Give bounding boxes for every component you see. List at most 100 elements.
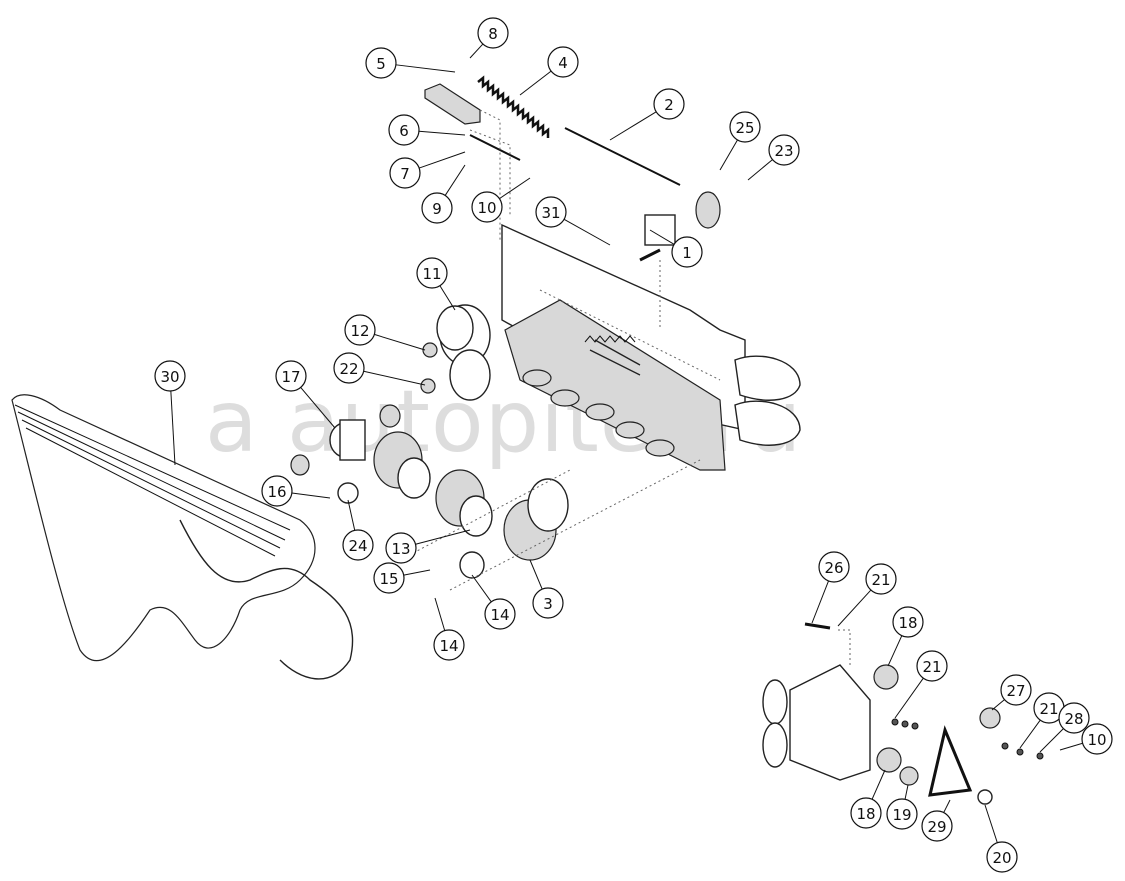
callout-number: 18 [856, 805, 875, 823]
callout-number: 5 [376, 55, 386, 73]
leader-line [747, 159, 773, 181]
callout-21: 21 [1033, 692, 1065, 724]
callout-circle [333, 352, 365, 384]
callout-number: 6 [399, 122, 409, 140]
callout-10: 10 [471, 191, 503, 223]
callout-number: 20 [992, 849, 1011, 867]
callout-1: 1 [671, 236, 703, 268]
callout-number: 14 [439, 637, 458, 655]
callout-number: 23 [774, 142, 793, 160]
callout-circle [421, 192, 453, 224]
drive-assembly [762, 622, 1044, 805]
leader-line [170, 390, 176, 466]
pulleys [290, 304, 569, 579]
leader-line [469, 43, 484, 59]
callout-number: 21 [871, 571, 890, 589]
callout-circle [342, 529, 374, 561]
callout-circle [433, 629, 465, 661]
callout-circle [532, 587, 564, 619]
callout-24: 24 [342, 529, 374, 561]
leader-line [444, 164, 466, 196]
callout-8: 8 [477, 17, 509, 49]
callout-15: 15 [373, 562, 405, 594]
leader-line [1059, 742, 1083, 751]
callout-circle [389, 157, 421, 189]
callout-25: 25 [729, 111, 761, 143]
callout-number: 31 [541, 204, 560, 222]
callout-20: 20 [986, 841, 1018, 873]
callout-number: 3 [543, 595, 553, 613]
callout-circle [1058, 702, 1090, 734]
leader-line [519, 70, 552, 96]
callout-number: 16 [267, 483, 286, 501]
callout-circle [388, 114, 420, 146]
callout-number: 10 [1087, 731, 1106, 749]
callout-circle [865, 563, 897, 595]
leader-line [887, 635, 903, 667]
callout-circle [484, 598, 516, 630]
callout-21: 21 [916, 650, 948, 682]
callout-number: 14 [490, 606, 509, 624]
callout-26: 26 [818, 551, 850, 583]
callout-number: 17 [281, 368, 300, 386]
callout-29: 29 [921, 810, 953, 842]
callout-21: 21 [865, 563, 897, 595]
callout-circle [671, 236, 703, 268]
callout-23: 23 [768, 134, 800, 166]
rod-2 [564, 127, 681, 186]
callout-5: 5 [365, 47, 397, 79]
leader-line [499, 177, 531, 200]
spring-4 [477, 75, 550, 138]
leader-line [300, 387, 336, 429]
leader-line [984, 804, 998, 843]
leader-line [395, 64, 456, 73]
callout-circle [921, 810, 953, 842]
leader-line [418, 151, 466, 169]
callout-19: 19 [886, 798, 918, 830]
callout-circle [818, 551, 850, 583]
callout-circle [365, 47, 397, 79]
belt-30 [11, 394, 354, 680]
leader-line [609, 111, 657, 141]
frame-plate [501, 223, 801, 471]
leader-line [363, 370, 426, 386]
callout-circle [916, 650, 948, 682]
callout-circle [261, 475, 293, 507]
callout-22: 22 [333, 352, 365, 384]
leader-line [403, 569, 431, 576]
callout-circle [986, 841, 1018, 873]
callout-number: 25 [735, 119, 754, 137]
callout-number: 4 [558, 54, 568, 72]
leader-line [943, 799, 951, 813]
callout-18: 18 [850, 797, 882, 829]
bracket-5 [424, 83, 481, 125]
callout-circle [547, 46, 579, 78]
callout-6: 6 [388, 114, 420, 146]
callout-number: 26 [824, 559, 843, 577]
callout-circle [535, 196, 567, 228]
callout-number: 9 [432, 200, 442, 218]
callout-number: 1 [682, 244, 692, 262]
callout-circle [892, 606, 924, 638]
callout-number: 30 [160, 368, 179, 386]
callout-2: 2 [653, 88, 685, 120]
callout-10: 10 [1081, 723, 1113, 755]
callout-3: 3 [532, 587, 564, 619]
callout-circle [275, 360, 307, 392]
callout-circle [886, 798, 918, 830]
callout-4: 4 [547, 46, 579, 78]
leader-line [374, 333, 426, 351]
callout-18: 18 [892, 606, 924, 638]
callout-14: 14 [433, 629, 465, 661]
leader-line [811, 580, 829, 624]
callout-number: 15 [379, 570, 398, 588]
callout-number: 10 [477, 199, 496, 217]
callout-number: 22 [339, 360, 358, 378]
leader-line [871, 769, 886, 800]
callout-number: 28 [1064, 710, 1083, 728]
callout-30: 30 [154, 360, 186, 392]
callout-number: 24 [348, 537, 367, 555]
leader-line [471, 574, 492, 603]
callout-16: 16 [261, 475, 293, 507]
